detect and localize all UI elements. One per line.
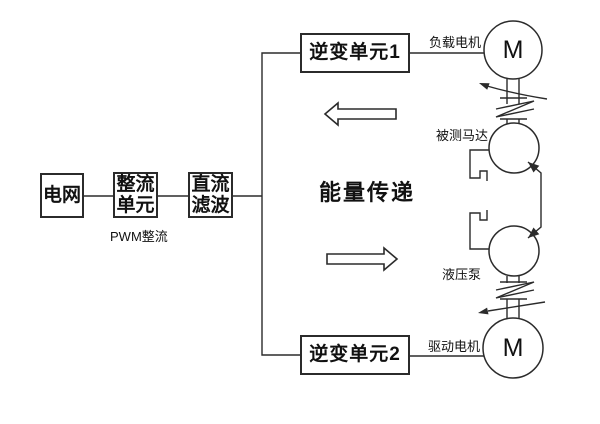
shaft-coupling-bottom [495,276,535,319]
inverter1-block-label: 逆变单元1 [309,42,401,63]
pipe-coupling-motor [469,149,489,181]
load-motor-m-symbol: M [502,35,524,64]
rectifier-block-label-line1: 整流 [116,174,155,195]
dc-filter-block: 直流 滤波 [188,172,233,218]
load-motor-circle [483,20,543,80]
energy-transfer-label: 能量传递 [319,180,416,205]
dc-filter-block-label-line1: 直流 [191,174,230,195]
hydraulic-pipe-right [527,161,542,239]
rectifier-block: 整流 单元 [113,172,158,218]
load-motor-label: 负载电机 [429,35,482,50]
energy-flow-arrow-right-icon [326,246,399,272]
drive-motor-m-symbol: M [502,333,524,362]
inverter1-block: 逆变单元1 [300,33,410,73]
dc-bus-lines [261,52,300,356]
inverter2-block: 逆变单元2 [300,335,410,375]
grid-block: 电网 [40,173,84,218]
drive-motor-label: 驱动电机 [428,339,481,354]
pwm-rectifier-caption: PWM整流 [110,229,168,244]
pipe-coupling-pump [469,210,489,250]
drive-motor-circle [482,317,544,379]
grid-block-label: 电网 [42,185,81,206]
tested-motor-circle [488,122,540,174]
rotation-arrow-bottom-icon [478,301,546,315]
dc-filter-block-label-line2: 滤波 [191,195,230,216]
inverter2-block-label: 逆变单元2 [309,344,401,365]
rotation-arrow-top-icon [479,83,548,100]
energy-flow-arrow-left-icon [323,101,397,127]
tested-motor-label: 被测马达 [436,128,489,143]
hydraulic-pump-circle [488,225,540,277]
pump-label: 液压泵 [442,267,482,282]
shaft-coupling-top [495,79,535,124]
rectifier-block-label-line2: 单元 [116,195,155,216]
